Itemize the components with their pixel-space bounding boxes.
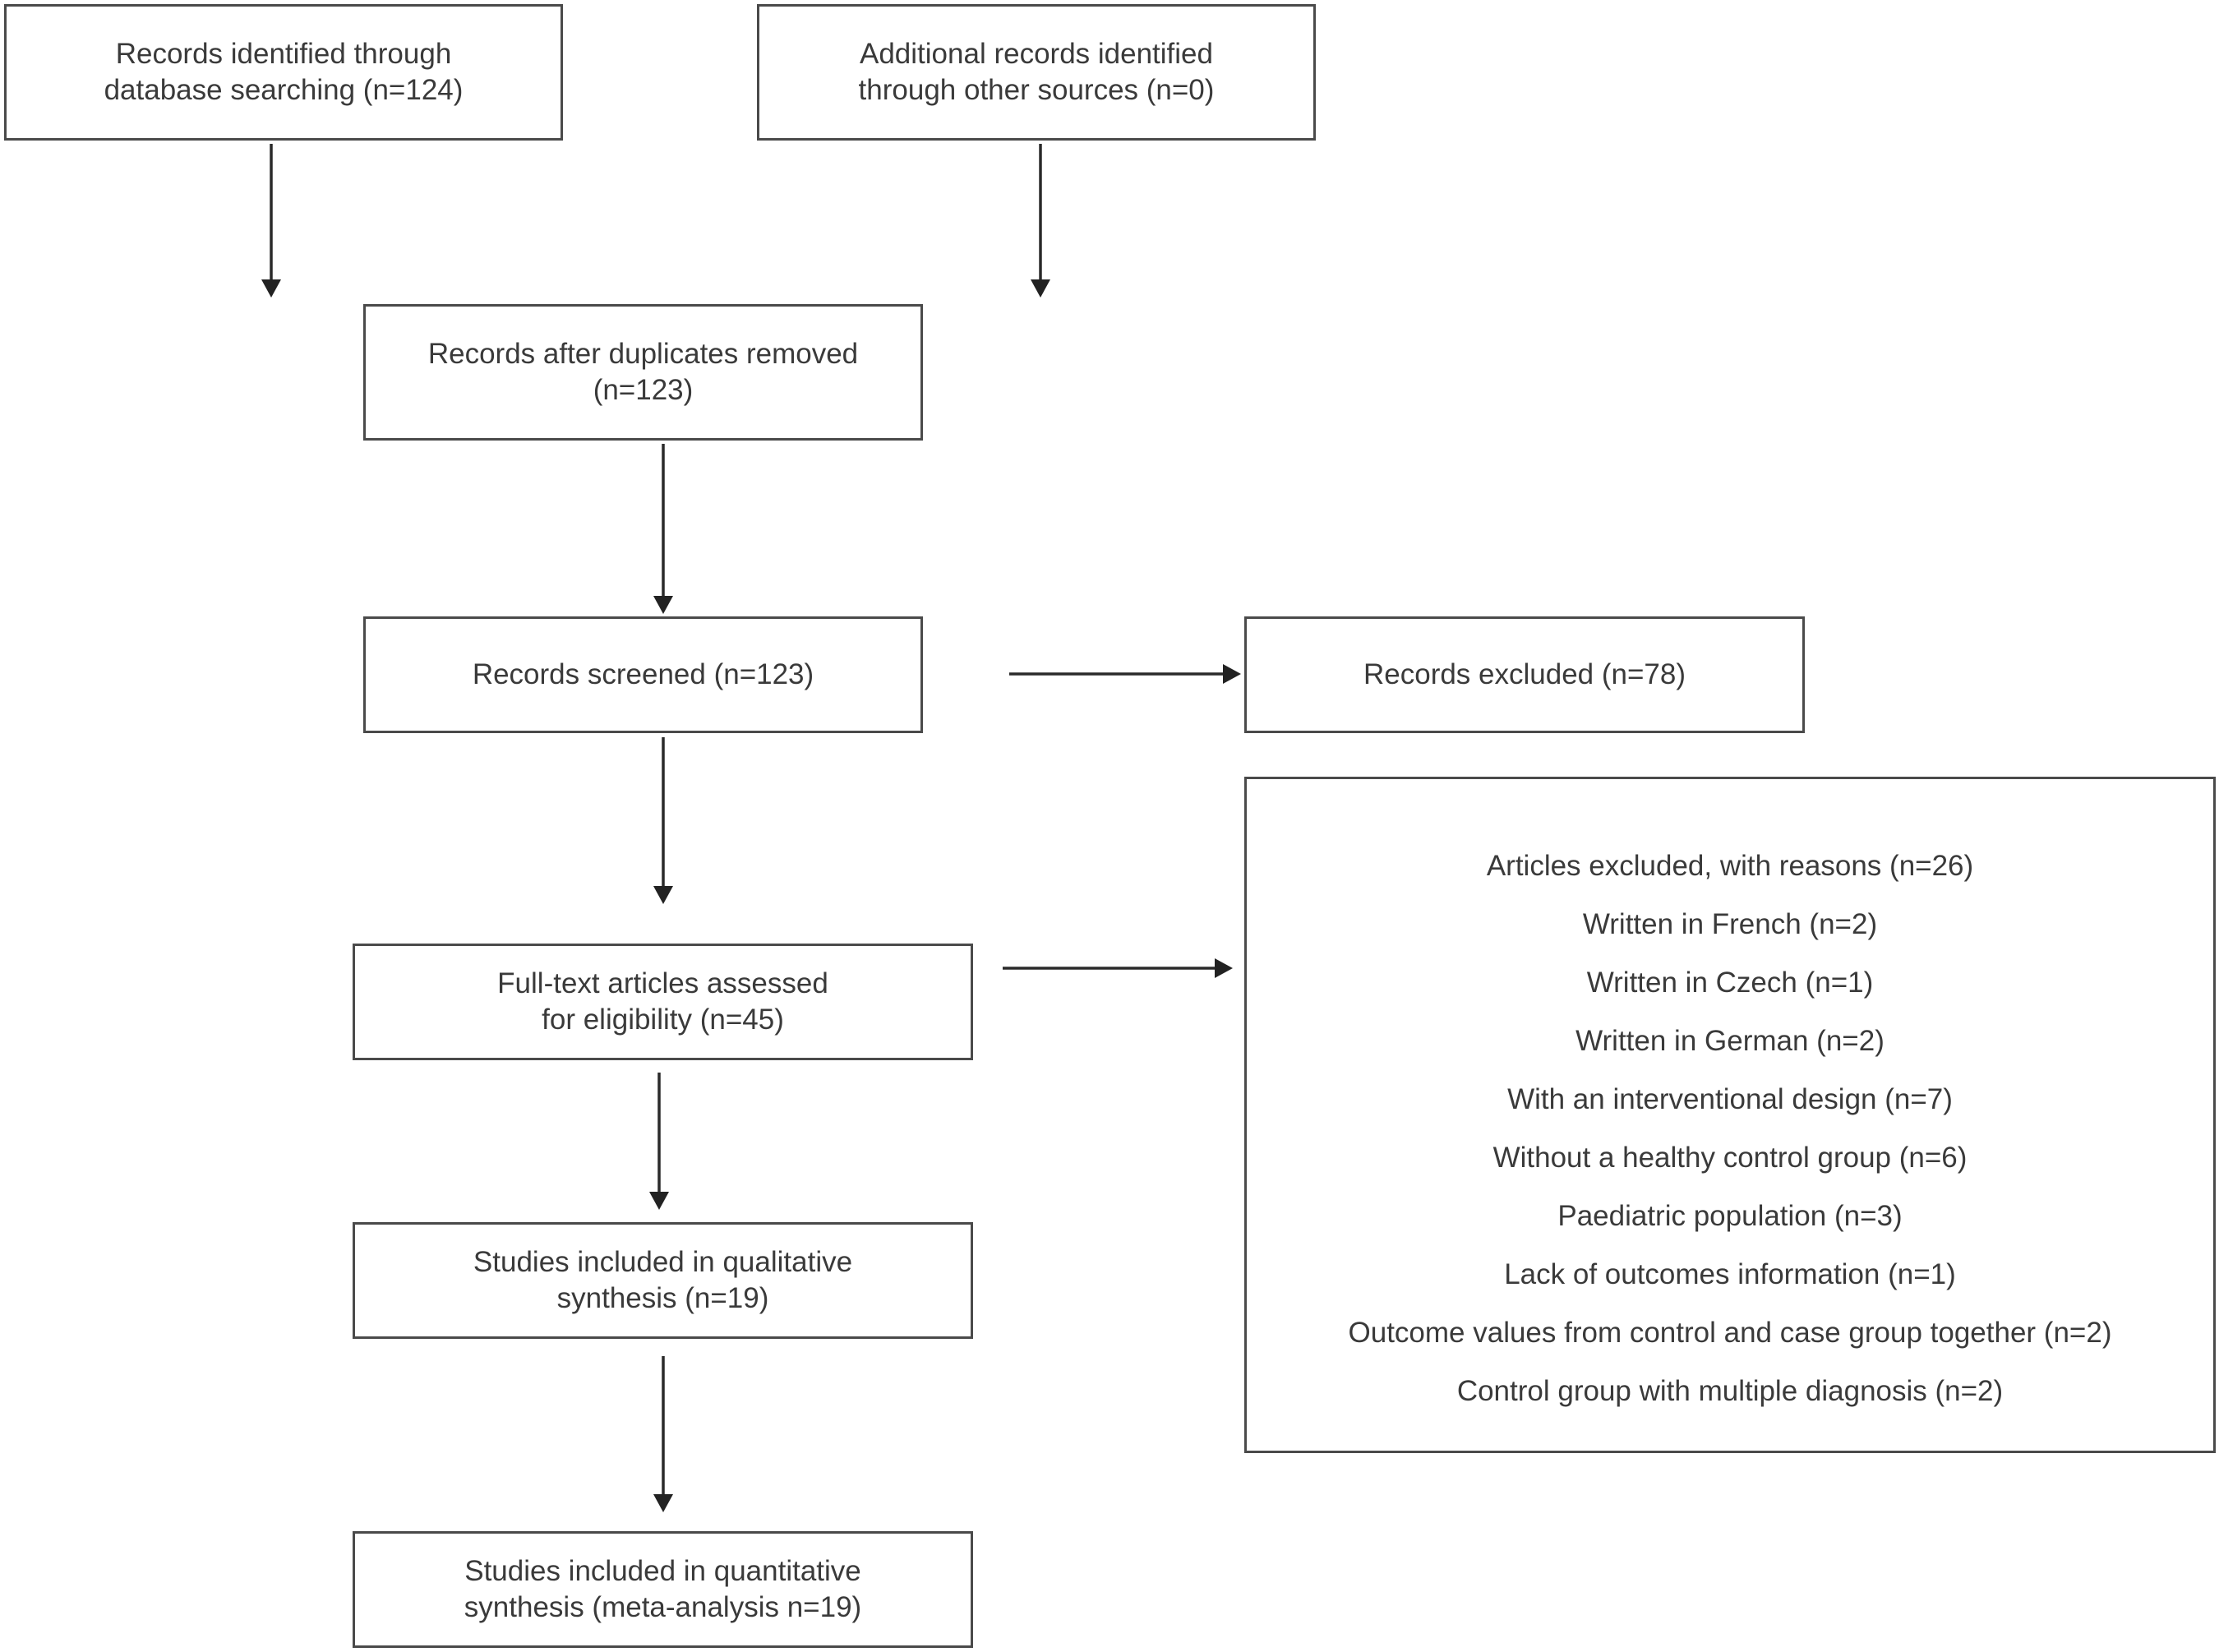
qualitative-box: Studies included in qualitative synthesi… (353, 1222, 973, 1339)
arrowhead-fulltext (653, 886, 673, 904)
reason-item: Outcome values from control and case gro… (1348, 1317, 2112, 1349)
reason-item: Without a healthy control group (n=6) (1492, 1142, 1968, 1174)
other-sources-box: Additional records identified through ot… (757, 4, 1316, 141)
reason-item: With an interventional design (n=7) (1507, 1083, 1953, 1115)
arrowhead-other (1031, 279, 1050, 298)
full-text-box: Full-text articles assessed for eligibil… (353, 944, 973, 1060)
box-line: synthesis (meta-analysis n=19) (464, 1591, 862, 1623)
reason-item: Control group with multiple diagnosis (n… (1456, 1375, 2004, 1407)
reason-item: Written in Czech (n=1) (1586, 967, 1874, 999)
box-line: through other sources (n=0) (858, 74, 1215, 106)
box-line: database searching (n=124) (104, 74, 464, 106)
reason-item: Paediatric population (n=3) (1557, 1200, 1903, 1232)
reasons-heading: Articles excluded, with reasons (n=26) (1486, 850, 1974, 882)
screened-box: Records screened (n=123) (363, 616, 923, 733)
arrowhead-reasons (1215, 958, 1233, 978)
quantitative-box: Studies included in quantitative synthes… (353, 1531, 973, 1648)
box-line: Records identified through (115, 38, 452, 70)
articles-excluded-box: Articles excluded, with reasons (n=26) W… (1244, 777, 2216, 1453)
box-line: Records excluded (n=78) (1363, 658, 1686, 690)
box-line: Additional records identified (860, 38, 1213, 70)
box-line: (n=123) (593, 374, 694, 406)
reason-item: Written in German (n=2) (1575, 1025, 1885, 1057)
arrowhead-qualitative (649, 1192, 669, 1210)
arrowhead-screened (653, 596, 673, 614)
database-search-box: Records identified through database sear… (4, 4, 563, 141)
box-line: Records after duplicates removed (427, 338, 859, 370)
box-line: Records screened (n=123) (472, 658, 814, 690)
reason-item: Written in French (n=2) (1582, 908, 1878, 940)
arrowhead-excluded (1223, 664, 1241, 684)
arrowhead-database (261, 279, 281, 298)
box-line: Studies included in quantitative (464, 1555, 861, 1587)
after-duplicates-box: Records after duplicates removed (n=123) (363, 304, 923, 441)
box-line: synthesis (n=19) (556, 1282, 769, 1314)
box-line: Studies included in qualitative (473, 1246, 853, 1278)
excluded-box: Records excluded (n=78) (1244, 616, 1805, 733)
arrowhead-quantitative (653, 1494, 673, 1512)
reason-item: Lack of outcomes information (n=1) (1504, 1258, 1956, 1290)
box-line: Full-text articles assessed (497, 967, 828, 999)
box-line: for eligibility (n=45) (542, 1004, 784, 1036)
